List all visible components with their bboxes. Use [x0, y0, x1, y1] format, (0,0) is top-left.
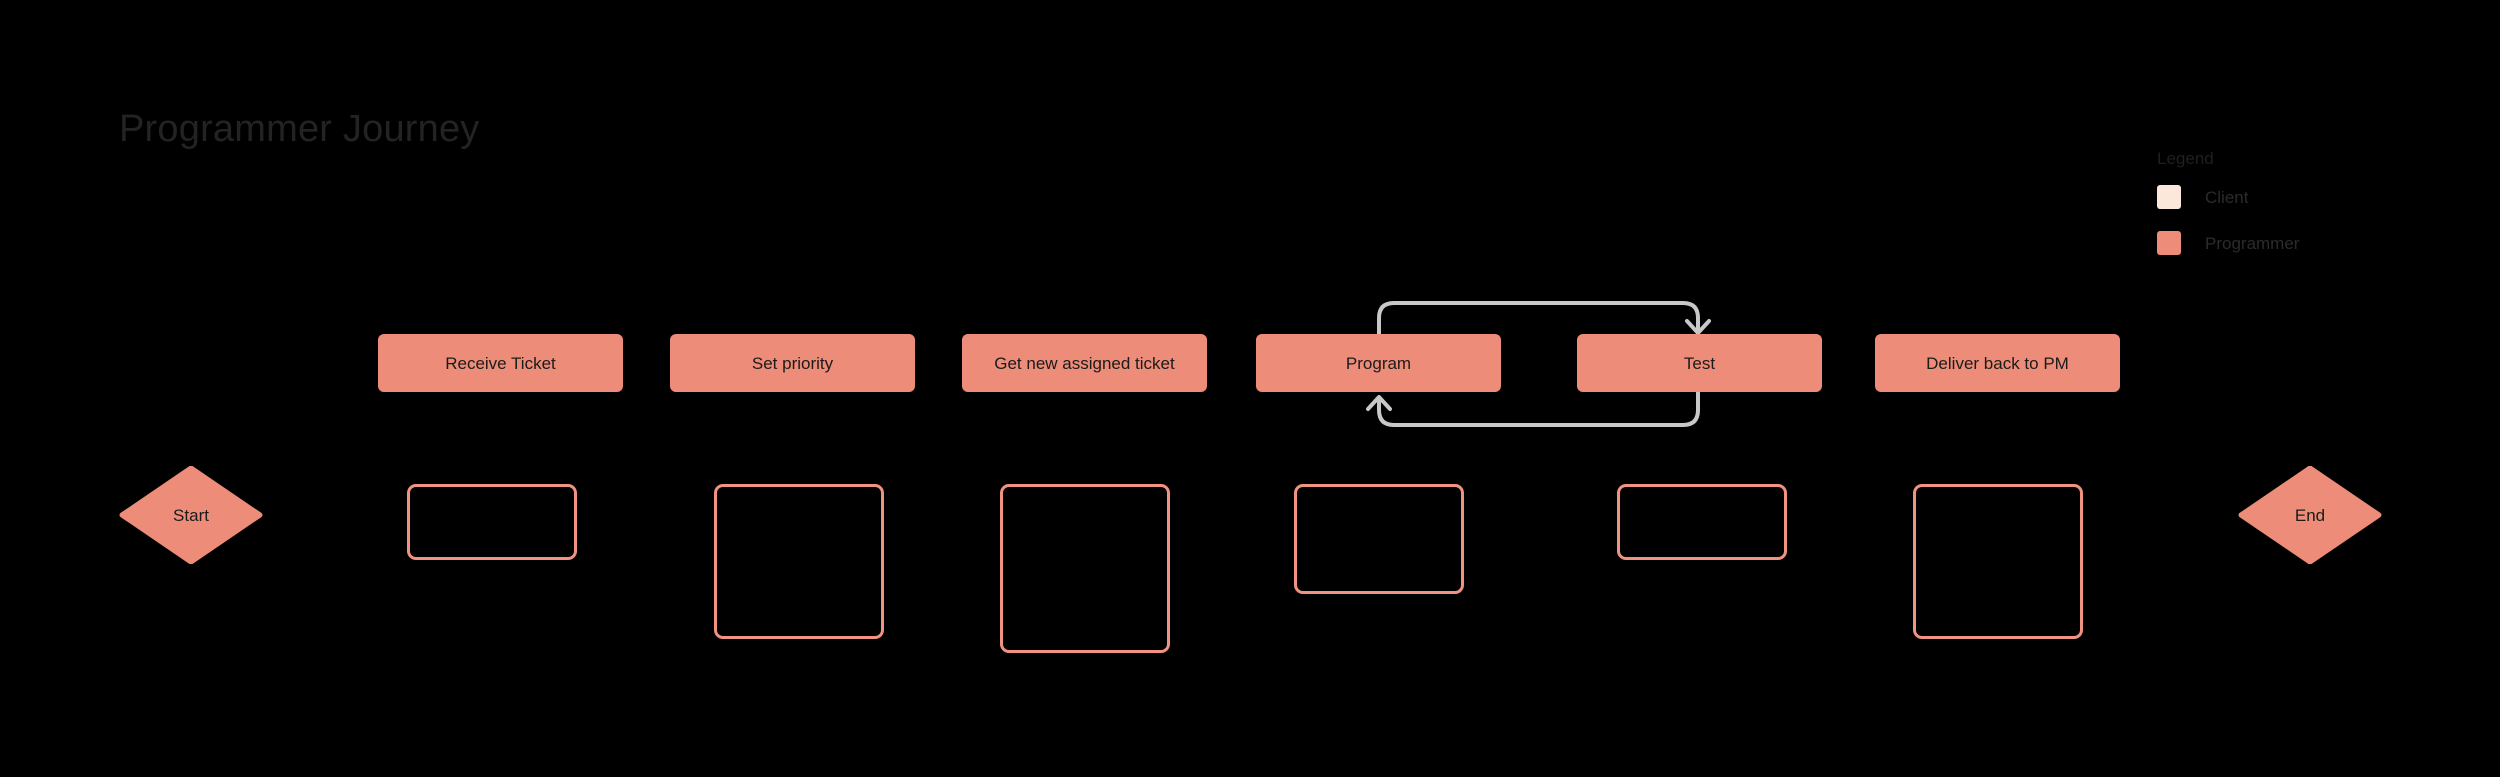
legend-swatch-programmer	[2157, 231, 2181, 255]
node-get-new-assigned-ticket[interactable]: Get new assigned ticket	[962, 334, 1207, 392]
placeholder-box-1[interactable]	[407, 484, 577, 560]
node-start[interactable]: Start	[119, 466, 263, 564]
arrowhead-into-test	[1685, 319, 1711, 335]
node-end-label: End	[2294, 505, 2326, 525]
legend-item-programmer: Programmer	[2157, 231, 2457, 255]
legend-label-programmer: Programmer	[2205, 233, 2300, 253]
arrow-test-to-program-path	[1377, 390, 1700, 427]
node-start-label: Start	[173, 505, 209, 525]
node-deliver-back-to-pm[interactable]: Deliver back to PM	[1875, 334, 2120, 392]
node-test-label: Test	[1683, 353, 1716, 373]
placeholder-box-4[interactable]	[1294, 484, 1464, 594]
legend-item-client: Client	[2157, 185, 2457, 209]
placeholder-box-3[interactable]	[1000, 484, 1170, 653]
diamond-shape-start	[119, 466, 263, 564]
node-program-label: Program	[1345, 353, 1412, 373]
node-set-priority[interactable]: Set priority	[670, 334, 915, 392]
diamond-shape-end	[2238, 466, 2382, 564]
legend: Legend Client Programmer	[2157, 150, 2457, 277]
node-deliver-back-to-pm-label: Deliver back to PM	[1926, 353, 2069, 373]
legend-title: Legend	[2157, 149, 2214, 168]
arrowhead-into-program	[1366, 395, 1392, 411]
node-get-new-assigned-ticket-label: Get new assigned ticket	[994, 353, 1175, 373]
placeholder-box-5[interactable]	[1617, 484, 1787, 560]
node-receive-ticket-label: Receive Ticket	[445, 353, 556, 373]
placeholder-box-6[interactable]	[1913, 484, 2083, 639]
node-end[interactable]: End	[2238, 466, 2382, 564]
node-set-priority-label: Set priority	[751, 353, 834, 373]
placeholder-box-2[interactable]	[714, 484, 884, 639]
node-receive-ticket[interactable]: Receive Ticket	[378, 334, 623, 392]
legend-swatch-client	[2157, 185, 2181, 209]
node-program[interactable]: Program	[1256, 334, 1501, 392]
node-test[interactable]: Test	[1577, 334, 1822, 392]
legend-label-client: Client	[2205, 187, 2249, 207]
page-title: Programmer Journey	[119, 108, 480, 150]
